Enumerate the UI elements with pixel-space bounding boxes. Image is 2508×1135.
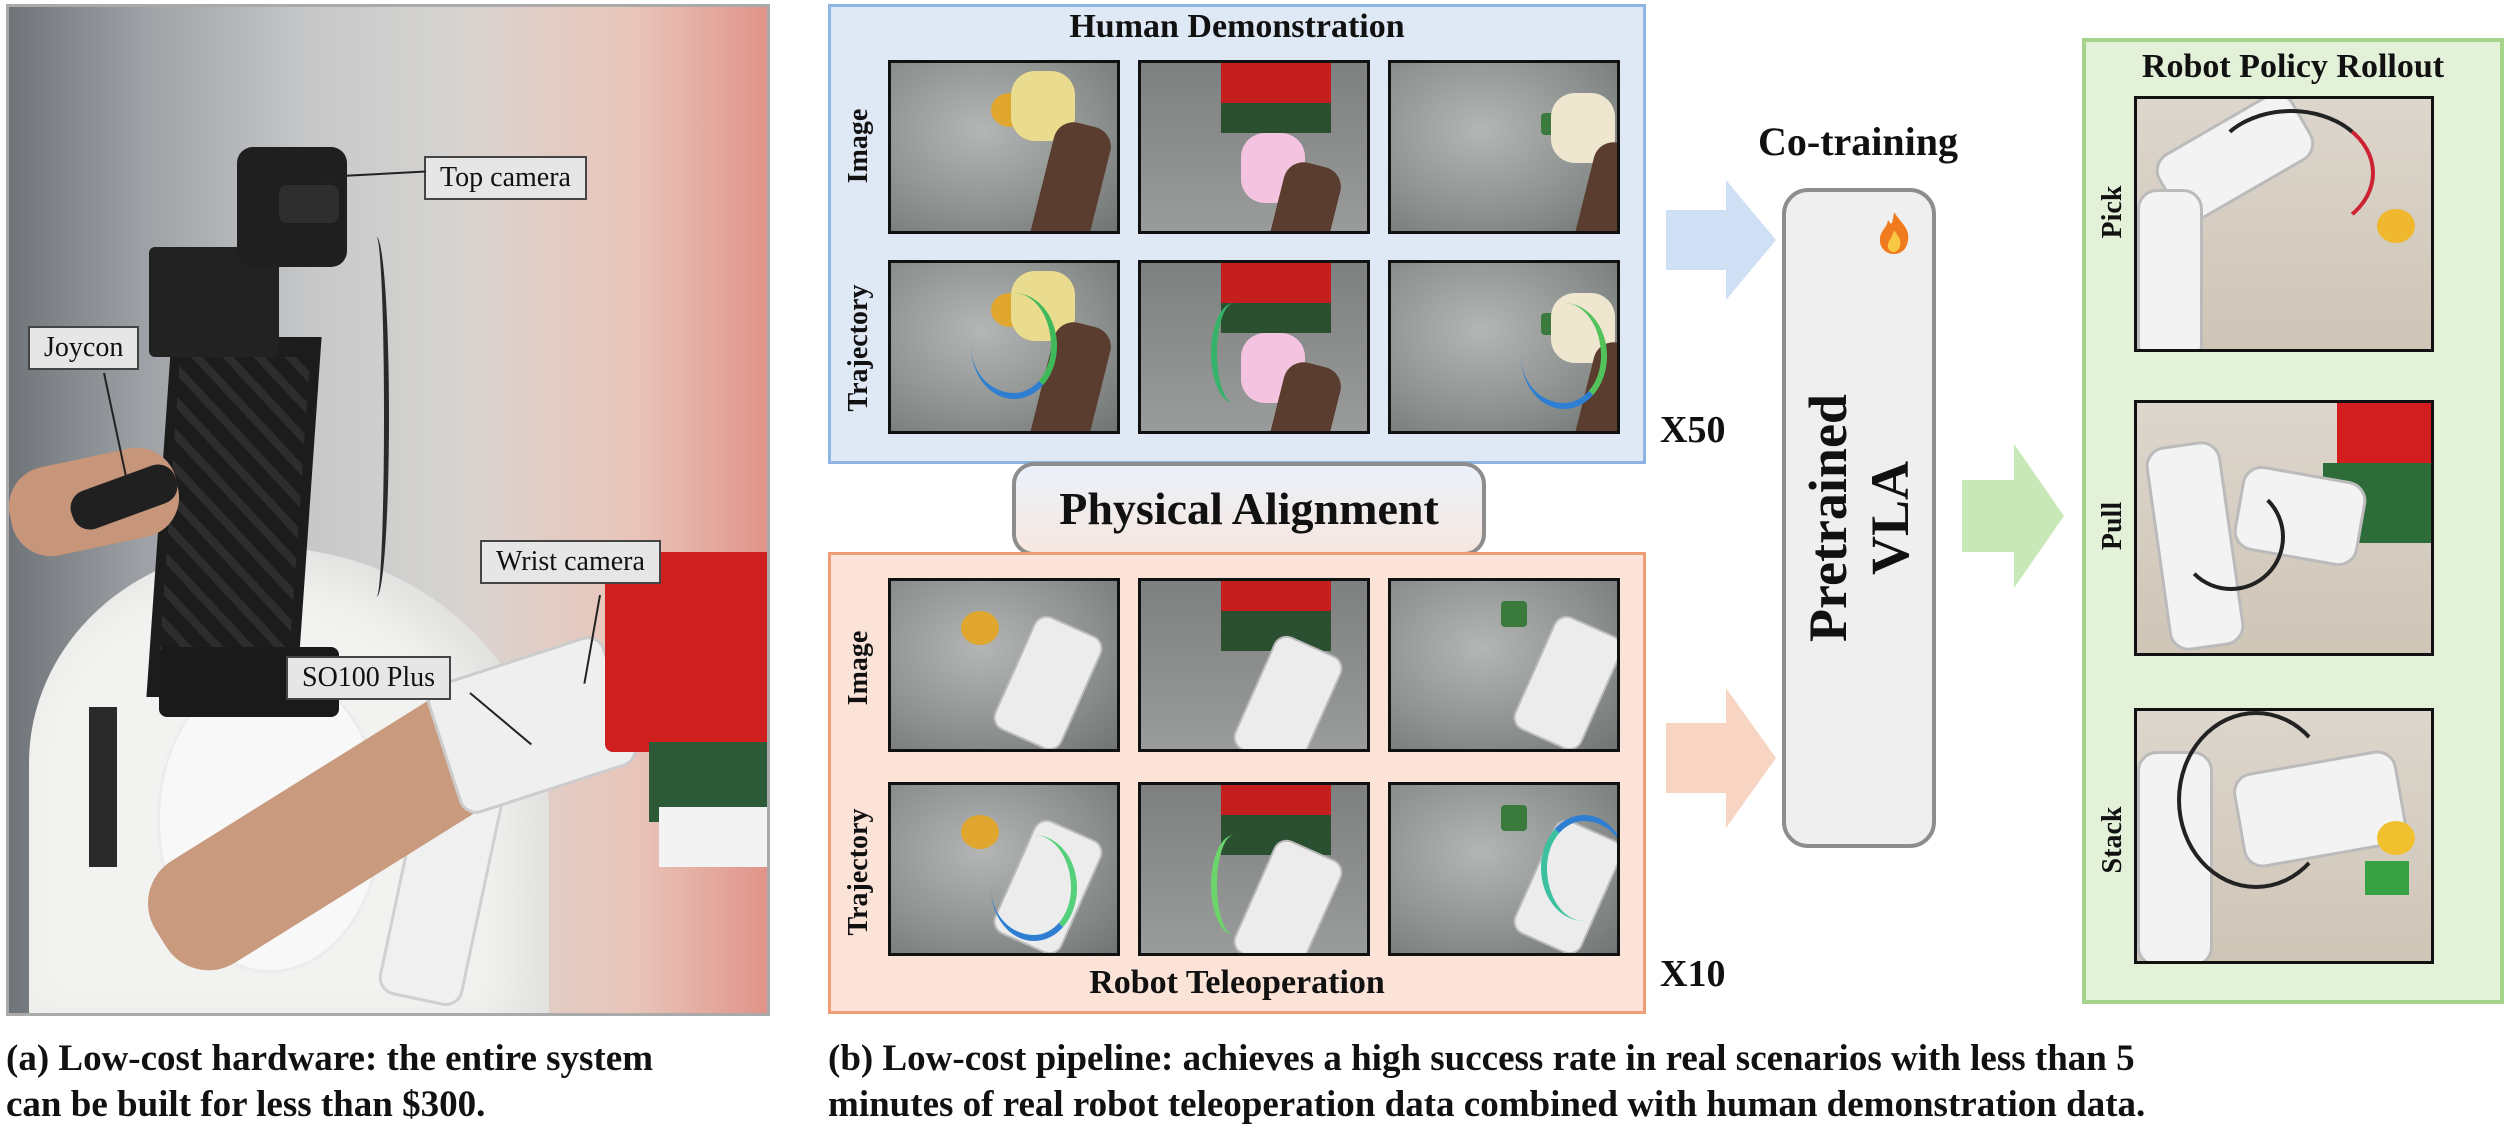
caption-b-line-2: minutes of real robot teleoperation data… (828, 1084, 2146, 1125)
photo-white-base (659, 807, 767, 867)
human-trajectory-stack (1388, 260, 1620, 434)
rollout-image-pull (2134, 400, 2434, 656)
robot-row-label-image: Image (843, 630, 874, 706)
pretrained-vla-label: Pretrained VLA (1782, 188, 1936, 848)
callout-joycon: Joycon (28, 326, 140, 370)
cotraining-label: Co-training (1758, 119, 1958, 164)
rollout-image-stack (2134, 708, 2434, 964)
robot-trajectory-stack (1388, 782, 1620, 956)
vla-label-line-1: Pretrained (1798, 394, 1858, 642)
robot-trajectory-pick (888, 782, 1120, 956)
human-trajectory-pick (888, 260, 1120, 434)
robot-multiplier: X10 (1660, 953, 1726, 995)
human-row-label-trajectory: Trajectory (843, 284, 874, 412)
photo-red-box (605, 552, 767, 752)
rollout-label-pull: Pull (2097, 501, 2128, 551)
robot-image-pull (1138, 578, 1370, 752)
photo-tower-lattice (157, 357, 311, 677)
callout-wrist-camera: Wrist camera (480, 540, 661, 584)
photo-cable (364, 237, 389, 597)
vla-label-line-2: VLA (1860, 461, 1920, 576)
photo-camera-plate (279, 185, 339, 223)
human-to-vla-arrow (1666, 180, 1776, 300)
human-trajectory-pull (1138, 260, 1370, 434)
callout-so100-plus: SO100 Plus (286, 656, 452, 700)
human-image-stack (1388, 60, 1620, 234)
caption-a-line-1: (a) Low-cost hardware: the entire system (6, 1038, 654, 1079)
photo-stand-leg (89, 707, 117, 867)
robot-image-pick (888, 578, 1120, 752)
caption-a-line-2: can be built for less than $300. (6, 1084, 486, 1125)
hardware-photo (6, 4, 770, 1016)
robot-trajectory-pull (1138, 782, 1370, 956)
robot-image-stack (1388, 578, 1620, 752)
fire-icon (1879, 212, 1909, 254)
human-panel-title: Human Demonstration (1069, 8, 1405, 45)
caption-b-line-1: (b) Low-cost pipeline: achieves a high s… (828, 1038, 2135, 1079)
robot-to-vla-arrow (1666, 688, 1776, 828)
robot-row-label-trajectory: Trajectory (843, 808, 874, 936)
physical-alignment-box: Physical Alignment (1012, 462, 1486, 556)
caption-b: (b) Low-cost pipeline: achieves a high s… (828, 1036, 2504, 1128)
robot-panel-title: Robot Teleoperation (1089, 964, 1385, 1001)
rollout-title: Robot Policy Rollout (2141, 48, 2445, 85)
pretrained-vla-box (1782, 188, 1936, 848)
rollout-label-stack: Stack (2097, 806, 2128, 874)
human-row-label-image: Image (843, 108, 874, 184)
human-image-pull (1138, 60, 1370, 234)
human-multiplier: X50 (1660, 409, 1726, 451)
callout-top-camera: Top camera (424, 156, 587, 200)
human-image-pick (888, 60, 1120, 234)
caption-a: (a) Low-cost hardware: the entire system… (6, 1036, 806, 1128)
rollout-label-pick: Pick (2097, 185, 2128, 239)
rollout-image-pick (2134, 96, 2434, 352)
vla-to-rollout-arrow (1962, 444, 2064, 588)
